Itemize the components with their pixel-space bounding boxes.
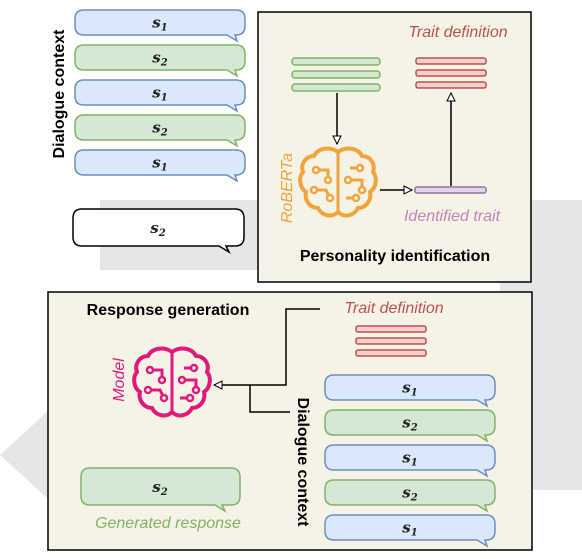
turn-label: s2 [402, 414, 417, 434]
bottom-dialogue-context-label: Dialogue context [294, 398, 311, 528]
turn-label: s2 [152, 49, 167, 69]
turn-label: s1 [152, 154, 167, 174]
identified-trait-bar [414, 186, 487, 194]
svg-text:s2: s2 [150, 219, 165, 239]
top-dialogue-turns: s1 s2 s1 s2 s1 [74, 9, 246, 183]
turn-label: s1 [402, 379, 417, 399]
top-turn-bubble: s1 [74, 9, 246, 43]
bottom-turn-bubble: s1 [324, 514, 496, 548]
top-turn-bubble: s2 [74, 114, 246, 148]
personality-identification-title: Personality identification [300, 248, 490, 265]
bottom-trait-definition-lines [355, 325, 427, 357]
turn-label: s2 [402, 484, 417, 504]
bottom-turn-bubble: s1 [324, 374, 496, 408]
response-generation-title: Response generation [87, 302, 250, 319]
generated-turn-index: 2 [160, 487, 168, 498]
personality-identification-panel [257, 11, 532, 283]
top-turn-bubble: s1 [74, 79, 246, 113]
target-turn-index: 2 [158, 228, 166, 239]
bottom-dialogue-turns: s1 s2 s1 s2 s1 [324, 374, 496, 548]
bottom-turn-bubble: s1 [324, 444, 496, 478]
model-label: Model [111, 358, 128, 402]
brain-circuit-icon [298, 146, 378, 218]
turn-label: s2 [152, 119, 167, 139]
model-brain-icon [132, 346, 212, 418]
svg-text:s2: s2 [152, 478, 167, 498]
turn-label: s1 [402, 519, 417, 539]
target-turn-bubble: s2 [72, 208, 245, 254]
top-trait-definition-label: Trait definition [408, 24, 507, 41]
top-dialogue-context-label: Dialogue context [51, 29, 68, 159]
top-turn-bubble: s2 [74, 44, 246, 78]
top-trait-definition-lines [415, 57, 487, 89]
identified-trait-label: Identified trait [404, 208, 501, 225]
generated-response-bubble: s2 [80, 467, 241, 513]
turn-label: s1 [152, 84, 167, 104]
bottom-turn-bubble: s2 [324, 479, 496, 513]
roberta-label: RoBERTa [279, 153, 296, 223]
bottom-turn-bubble: s2 [324, 409, 496, 443]
generated-turn-speaker: s [152, 478, 161, 496]
target-turn-speaker: s [150, 219, 159, 237]
turn-label: s1 [402, 449, 417, 469]
mini-dialogue-lines [291, 57, 381, 92]
generated-response-label: Generated response [95, 515, 241, 532]
top-turn-bubble: s1 [74, 149, 246, 183]
bottom-trait-definition-label: Trait definition [344, 300, 443, 317]
turn-label: s1 [152, 14, 167, 34]
connector-context-to-model [249, 385, 290, 413]
